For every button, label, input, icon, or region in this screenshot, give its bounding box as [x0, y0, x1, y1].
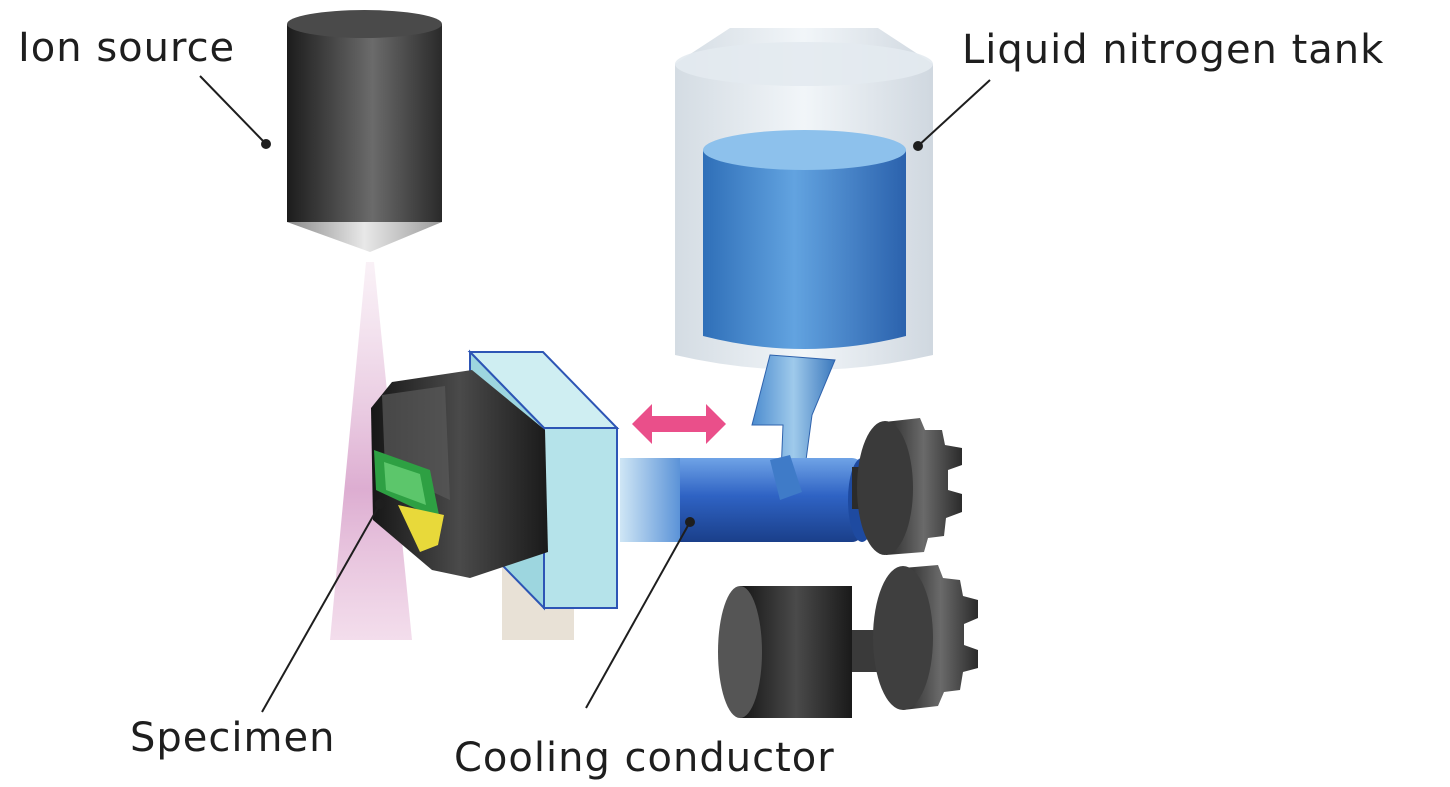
cooling-conductor-rod: [620, 455, 876, 542]
liquid-nitrogen: [703, 130, 906, 349]
specimen: [374, 450, 444, 552]
label-ion-source: Ion source: [18, 25, 236, 71]
ion-source-leader: [199, 75, 267, 145]
motor: [718, 586, 852, 718]
label-cooling-conductor: Cooling conductor: [454, 735, 835, 781]
cooling-conductor-leader: [585, 521, 691, 709]
liquid-nitrogen-tank: [675, 28, 933, 499]
liquid-nitrogen-tank-leader: [917, 79, 991, 147]
label-liquid-nitrogen-tank: Liquid nitrogen tank: [962, 27, 1385, 73]
specimen-leader: [261, 503, 381, 713]
double-headed-arrow-icon: [632, 404, 726, 444]
ion-beam: [330, 262, 412, 640]
leader-lines: [199, 75, 991, 713]
specimen-holder: [371, 370, 548, 578]
lower-gear-icon: [852, 565, 978, 710]
upper-gear-icon: [852, 418, 962, 555]
ion-source: [287, 10, 442, 252]
label-specimen: Specimen: [130, 715, 336, 761]
